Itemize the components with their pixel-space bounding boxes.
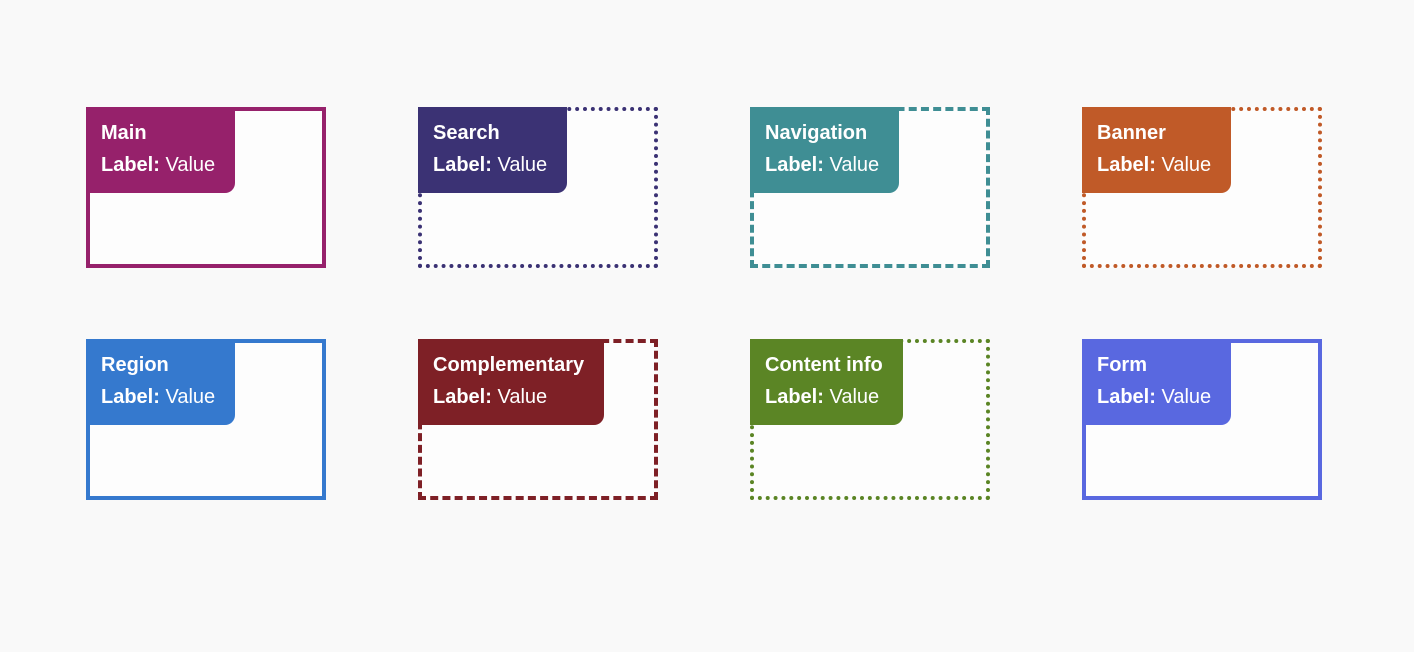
landmark-label-line: Label: Value (1097, 149, 1211, 181)
landmark-label: Label: (1097, 154, 1156, 176)
landmark-title: Navigation (765, 122, 868, 144)
landmark-search: Search Label: Value (418, 107, 658, 268)
landmark-label: Label: (433, 154, 492, 176)
landmark-label-line: Label: Value (433, 149, 547, 181)
landmark-label: Label: (1097, 386, 1156, 408)
landmark-main: Main Label: Value (86, 107, 326, 268)
landmark-tag: Banner Label: Value (1082, 107, 1232, 193)
landmark-title: Content info (765, 354, 883, 376)
landmark-tag: Complementary Label: Value (418, 339, 605, 425)
landmarks-grid: Main Label: Value Search Label: Value Na… (86, 107, 1322, 500)
landmark-contentinfo: Content info Label: Value (750, 339, 990, 500)
landmark-tag: Content info Label: Value (750, 339, 903, 425)
landmark-label-line: Label: Value (101, 381, 215, 413)
landmark-banner: Banner Label: Value (1082, 107, 1322, 268)
landmark-value: Value (165, 154, 216, 176)
landmark-value: Value (1161, 386, 1212, 408)
landmark-title: Region (101, 354, 169, 376)
landmark-value: Value (829, 386, 880, 408)
landmark-title: Search (433, 122, 500, 144)
landmark-label-line: Label: Value (101, 149, 215, 181)
landmark-title: Banner (1097, 122, 1166, 144)
landmark-tag: Search Label: Value (418, 107, 568, 193)
landmark-label-line: Label: Value (433, 381, 584, 413)
landmark-value: Value (497, 154, 548, 176)
landmark-label-line: Label: Value (1097, 381, 1211, 413)
landmark-label: Label: (101, 154, 160, 176)
landmark-label-line: Label: Value (765, 149, 879, 181)
landmark-tag: Form Label: Value (1082, 339, 1232, 425)
landmark-tag: Main Label: Value (86, 107, 236, 193)
landmark-label: Label: (765, 154, 824, 176)
landmark-form: Form Label: Value (1082, 339, 1322, 500)
landmark-title: Form (1097, 354, 1147, 376)
landmark-value: Value (165, 386, 216, 408)
landmark-tag: Navigation Label: Value (750, 107, 900, 193)
landmark-title: Complementary (433, 354, 585, 376)
landmark-value: Value (497, 386, 548, 408)
landmark-value: Value (829, 154, 880, 176)
landmark-navigation: Navigation Label: Value (750, 107, 990, 268)
landmark-region: Region Label: Value (86, 339, 326, 500)
landmark-label: Label: (765, 386, 824, 408)
landmark-label: Label: (433, 386, 492, 408)
landmark-title: Main (101, 122, 147, 144)
landmark-label-line: Label: Value (765, 381, 883, 413)
landmark-tag: Region Label: Value (86, 339, 236, 425)
landmark-label: Label: (101, 386, 160, 408)
landmark-value: Value (1161, 154, 1212, 176)
landmark-complementary: Complementary Label: Value (418, 339, 658, 500)
